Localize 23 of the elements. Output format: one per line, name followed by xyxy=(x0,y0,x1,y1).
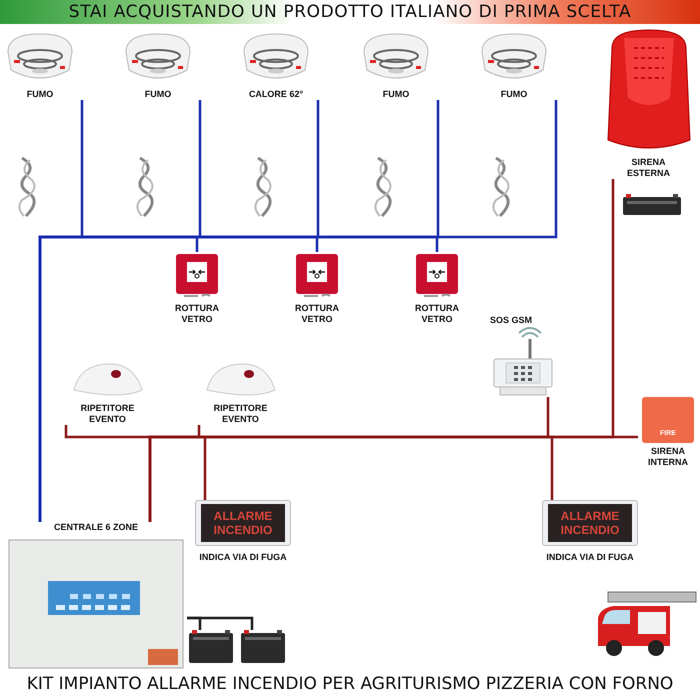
device-label: ROTTURA VETRO xyxy=(294,303,340,325)
device-label: SOS GSM xyxy=(490,315,532,326)
device-label: FUMO xyxy=(382,89,410,100)
banner-title: STAI ACQUISTANDO UN PRODOTTO ITALIANO DI PRIMA SCELTA xyxy=(0,0,700,24)
device-label: FUMO xyxy=(26,89,54,100)
device-label: INDICA VIA DI FUGA xyxy=(546,552,634,563)
device-label: RIPETITORE EVENTO xyxy=(212,403,268,425)
wire xyxy=(38,236,438,522)
device-label: ROTTURA VETRO xyxy=(174,303,220,325)
wire xyxy=(148,436,640,522)
device-label: FUMO xyxy=(144,89,172,100)
device-label: CALORE 62° xyxy=(248,89,304,100)
device-label: RIPETITORE EVENTO xyxy=(80,403,136,425)
exit-sign-display: ALLARME INCENDIO xyxy=(548,504,632,542)
device-label: SIRENA ESTERNA xyxy=(626,157,671,179)
device-label: INDICA VIA DI FUGA xyxy=(199,552,287,563)
caption: KIT IMPIANTO ALLARME INCENDIO PER AGRITURISMO PIZZERIA CON FORNO xyxy=(26,674,674,694)
device-label: CENTRALE 6 ZONE xyxy=(54,522,138,533)
device-label: SIRENA INTERNA xyxy=(647,446,689,468)
device-label: FUMO xyxy=(500,89,528,100)
wire xyxy=(187,616,254,630)
exit-sign-display: ALLARME INCENDIO xyxy=(201,504,285,542)
device-label: ROTTURA VETRO xyxy=(414,303,460,325)
